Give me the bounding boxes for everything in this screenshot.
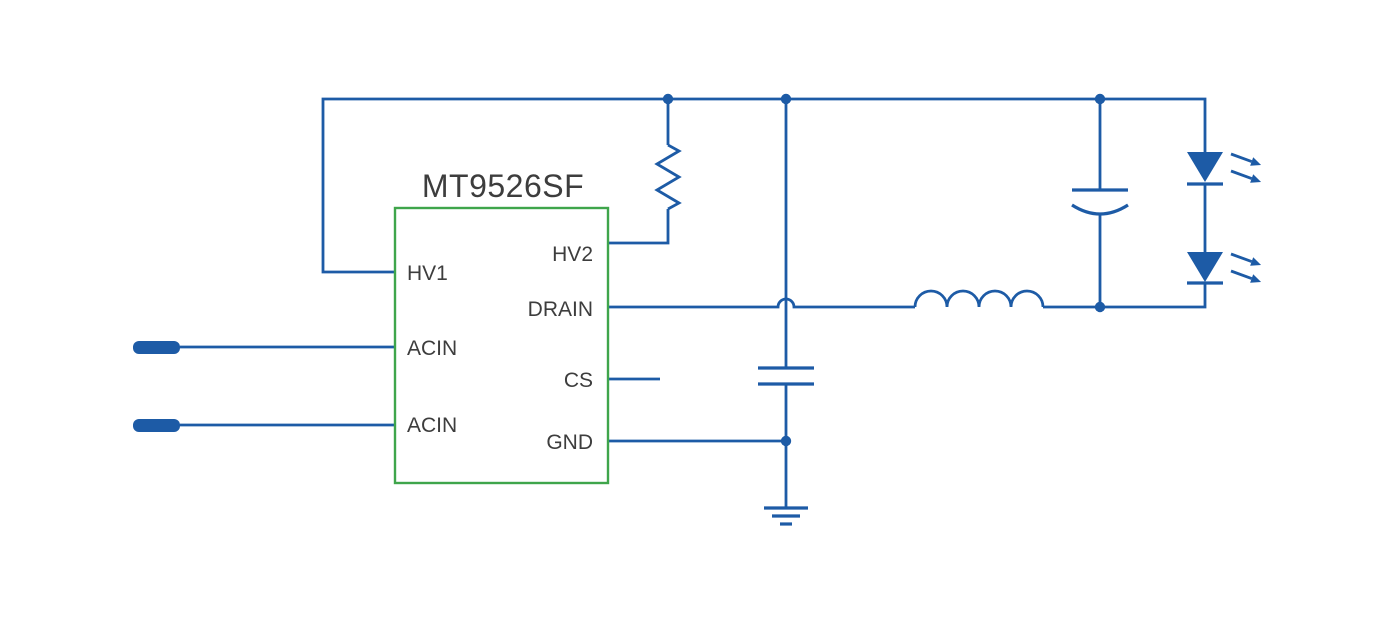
wire-top-rail <box>321 97 1207 274</box>
ic-pins-left: HV1 ACIN ACIN <box>407 262 457 437</box>
ac-terminal-1 <box>133 341 180 354</box>
ic-pins-right: HV2 DRAIN CS GND <box>528 243 593 454</box>
led-1-arrow-1-icon <box>1230 152 1262 166</box>
led-2-arrow-1-icon <box>1230 252 1262 266</box>
wires <box>180 97 1207 508</box>
ac-terminal-2 <box>133 419 180 432</box>
junction-dot <box>1094 93 1106 105</box>
junction-dot <box>780 93 792 105</box>
led-1-arrow-2-icon <box>1230 169 1262 183</box>
inductor-icon <box>913 289 1045 308</box>
ic-title: MT9526SF <box>422 168 584 204</box>
junction-dot <box>1094 301 1106 313</box>
pin-label-acin-1: ACIN <box>407 337 457 360</box>
junction-dots <box>662 93 1106 447</box>
pin-label-gnd: GND <box>546 431 593 454</box>
ic-body <box>393 206 610 485</box>
output-capacitor-icon <box>1071 188 1129 216</box>
wire-hv2 <box>608 209 670 245</box>
wire-drain <box>608 297 915 309</box>
resistor-icon <box>654 143 682 211</box>
led-2-icon <box>1187 252 1262 285</box>
pin-label-acin-2: ACIN <box>407 414 457 437</box>
junction-dot <box>662 93 674 105</box>
led-2-arrow-2-icon <box>1230 269 1262 283</box>
output-capacitor-curved-plate <box>1071 203 1129 216</box>
pin-label-drain: DRAIN <box>528 298 593 321</box>
pin-label-cs: CS <box>564 369 593 392</box>
junction-dot <box>780 435 792 447</box>
input-capacitor-icon <box>758 366 814 386</box>
pin-label-hv1: HV1 <box>407 262 448 285</box>
led-1-triangle <box>1187 152 1223 182</box>
ground-icon <box>764 506 808 526</box>
led-2-triangle <box>1187 252 1223 282</box>
wire-output <box>1043 283 1207 309</box>
led-1-icon <box>1187 152 1262 186</box>
pin-label-hv2: HV2 <box>552 243 593 266</box>
